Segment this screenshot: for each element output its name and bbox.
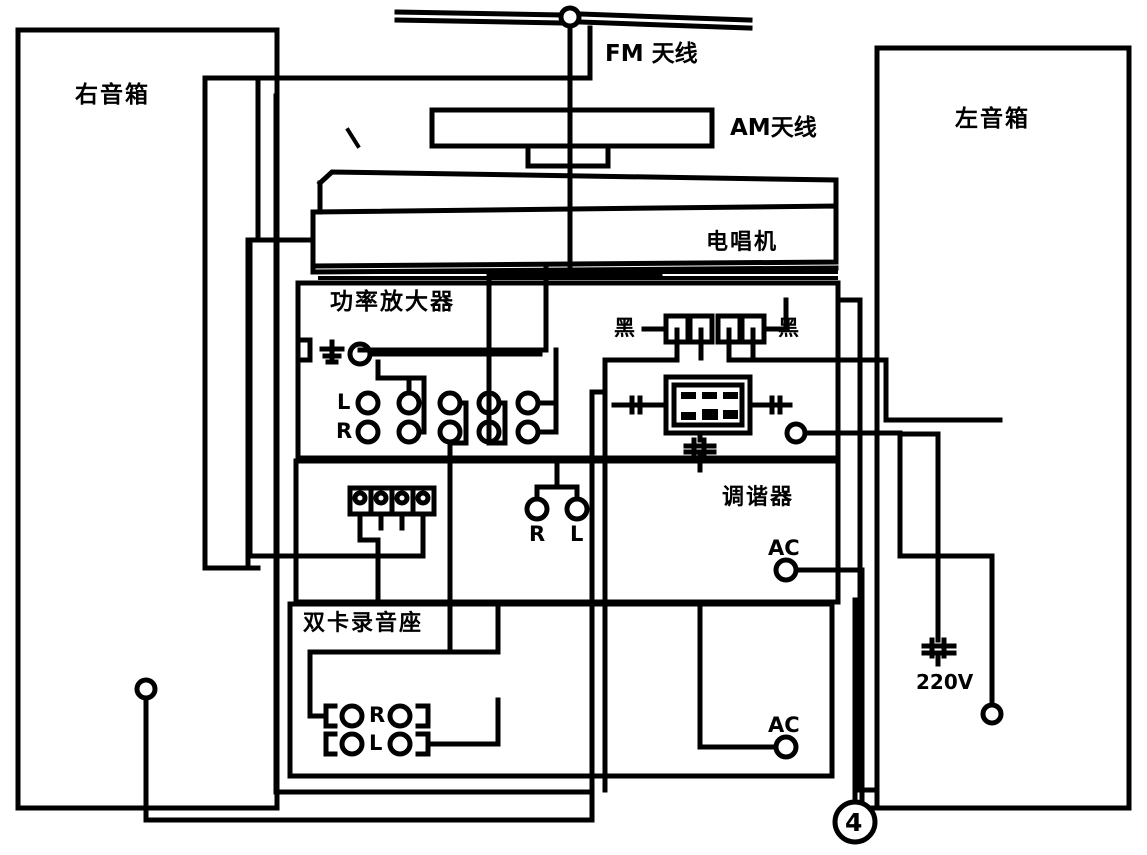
- speaker-terminal-strip-black: [602, 313, 798, 466]
- tuner-rl-terminals: [524, 459, 590, 522]
- figure-number-label: 4: [845, 808, 863, 837]
- left-speaker-enclosure: [874, 45, 1132, 811]
- am-antenna-label: AM天线: [730, 115, 817, 141]
- turntable-unit: [310, 169, 839, 275]
- black-terminal-label-left: 黑: [614, 316, 637, 340]
- tuner-rec-r-label: R: [529, 522, 546, 546]
- tuner-rec-l-label: L: [570, 522, 584, 546]
- fm-antenna: [394, 5, 753, 275]
- tuner-ac-terminal: [773, 557, 865, 583]
- power-amplifier-box: [295, 280, 841, 461]
- cassette-deck-box: [287, 601, 835, 779]
- power-amplifier-label: 功率放大器: [330, 289, 455, 315]
- turntable-label: 电唱机: [706, 230, 779, 255]
- wiring-harness: [202, 25, 1003, 823]
- cassette-deck-label: 双卡录音座: [303, 611, 424, 636]
- tuner-terminal-strip: [247, 485, 437, 601]
- mains-plug-220v: [921, 557, 957, 667]
- black-terminal-label-right: 黑: [778, 316, 801, 340]
- amp-output-r-label: R: [336, 419, 353, 443]
- tuner-label: 调谐器: [722, 485, 795, 510]
- deck-ac-label: AC: [768, 713, 800, 737]
- amp-terminal-array: [355, 390, 541, 445]
- deck-rca-terminals: [307, 601, 501, 757]
- plug-symbol-left: [611, 395, 669, 415]
- right-speaker-enclosure: [15, 27, 280, 811]
- amp-ground-terminal: [319, 339, 373, 367]
- left-speaker-label: 左音箱: [955, 106, 1030, 132]
- plug-symbol-right: [747, 395, 793, 415]
- ac-outlet-panel: [663, 374, 753, 436]
- amp-output-l-label: L: [337, 390, 351, 414]
- tuner-ac-label: AC: [768, 536, 800, 560]
- mains-voltage-label: 220V: [916, 670, 974, 694]
- deck-channel-r-label: R: [369, 703, 386, 727]
- am-antenna: [429, 107, 715, 169]
- right-speaker-label: 右音箱: [75, 82, 150, 108]
- outlet-aux-terminal: [784, 421, 903, 445]
- plug-symbol-bottom: [683, 430, 717, 473]
- deck-channel-l-label: L: [369, 731, 383, 755]
- ac-outlet-panel-slots: [681, 392, 738, 420]
- deck-ac-terminal: [697, 601, 799, 760]
- right-speaker-terminal: [134, 677, 595, 823]
- figure-number-circle: [832, 799, 878, 845]
- mains-return-terminal: [980, 553, 1004, 726]
- fm-antenna-label: FM 天线: [605, 41, 698, 67]
